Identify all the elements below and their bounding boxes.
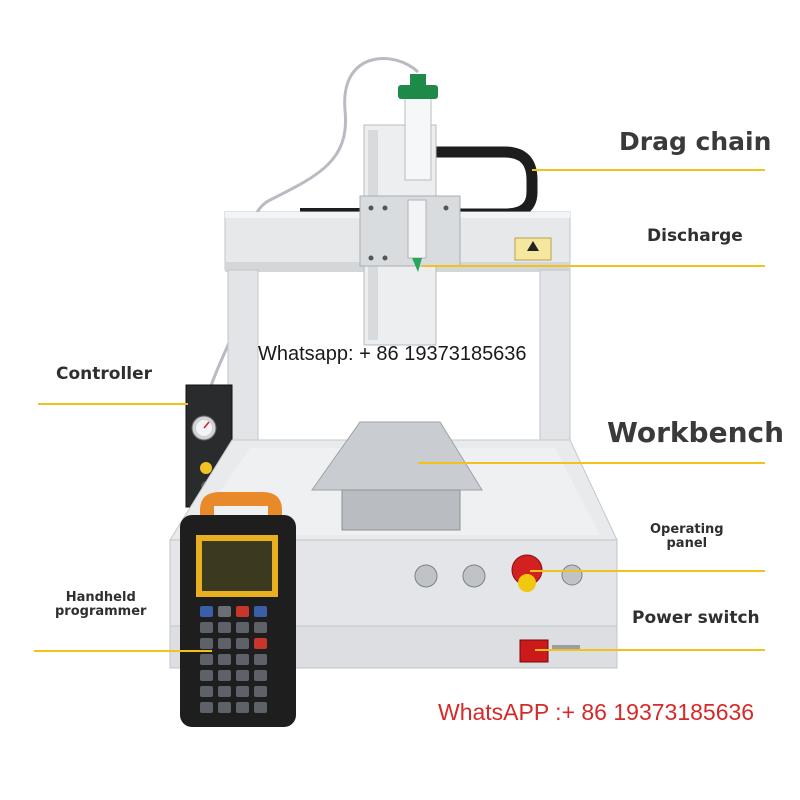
label-power-switch: Power switch [632, 608, 760, 628]
pendant-key [254, 606, 267, 617]
bolt [382, 205, 388, 211]
panel-button-2 [462, 564, 486, 588]
label-operating-panel-line2: panel [666, 536, 708, 551]
pendant-key [236, 654, 249, 665]
pendant-key [236, 686, 249, 697]
gantry-leg-left [227, 269, 259, 453]
pendant-key [200, 606, 213, 617]
pendant-key [218, 702, 231, 713]
label-workbench: Workbench [607, 416, 785, 449]
pendant-key [218, 670, 231, 681]
callout-lines [34, 169, 765, 652]
label-drag-chain: Drag chain [619, 127, 772, 156]
pendant-key [218, 686, 231, 697]
pendant-key [200, 622, 213, 633]
watermark-center: Whatsapp: + 86 19373185636 [258, 343, 527, 365]
label-operating-panel-line1: Operating [650, 522, 724, 537]
pendant-key [254, 670, 267, 681]
work-plate-support [341, 489, 461, 531]
pendant-key [218, 654, 231, 665]
emergency-stop-collar [518, 574, 536, 592]
syringe-barrel [404, 94, 432, 181]
syringe-lower [407, 199, 427, 259]
pendant-key [236, 622, 249, 633]
pendant-key [236, 670, 249, 681]
pendant-key [236, 606, 249, 617]
pendant-key [254, 622, 267, 633]
pendant-key [254, 702, 267, 713]
pendant-key [218, 638, 231, 649]
label-operating-panel: Operating panel [650, 523, 724, 551]
label-handheld-programmer: Handheld programmer [55, 591, 146, 619]
pendant-key [200, 702, 213, 713]
syringe-fitting [410, 74, 426, 86]
pendant-key [218, 622, 231, 633]
pendant-handle [200, 492, 282, 520]
controller-knob [200, 462, 212, 474]
pendant-key [218, 606, 231, 617]
syringe-cap [398, 85, 438, 99]
pendant-key [200, 686, 213, 697]
label-controller: Controller [56, 364, 153, 384]
power-switch-label-plate [552, 645, 580, 651]
pendant-keypad [200, 606, 267, 713]
pendant-key [254, 654, 267, 665]
panel-button-3 [561, 564, 583, 586]
dispense-nozzle [412, 258, 422, 272]
gauge-needle [203, 421, 210, 429]
pendant-key [200, 670, 213, 681]
pendant-key [254, 686, 267, 697]
bolt [382, 255, 388, 261]
pendant-key [254, 638, 267, 649]
bolt [368, 255, 374, 261]
gantry-leg-right [539, 269, 571, 453]
bolt [368, 205, 374, 211]
label-handheld-line1: Handheld [65, 590, 136, 605]
pendant-screen [202, 541, 272, 591]
pendant-key [236, 702, 249, 713]
pendant-key [236, 638, 249, 649]
label-discharge: Discharge [647, 226, 743, 246]
warning-triangle-icon [527, 241, 539, 251]
panel-button-1 [414, 564, 438, 588]
pendant-key [200, 654, 213, 665]
watermark-bottom: WhatsAPP :+ 86 19373185636 [438, 699, 755, 725]
label-handheld-line2: programmer [55, 604, 147, 619]
bolt [443, 205, 449, 211]
pendant-key [200, 638, 213, 649]
work-plate [311, 421, 483, 491]
